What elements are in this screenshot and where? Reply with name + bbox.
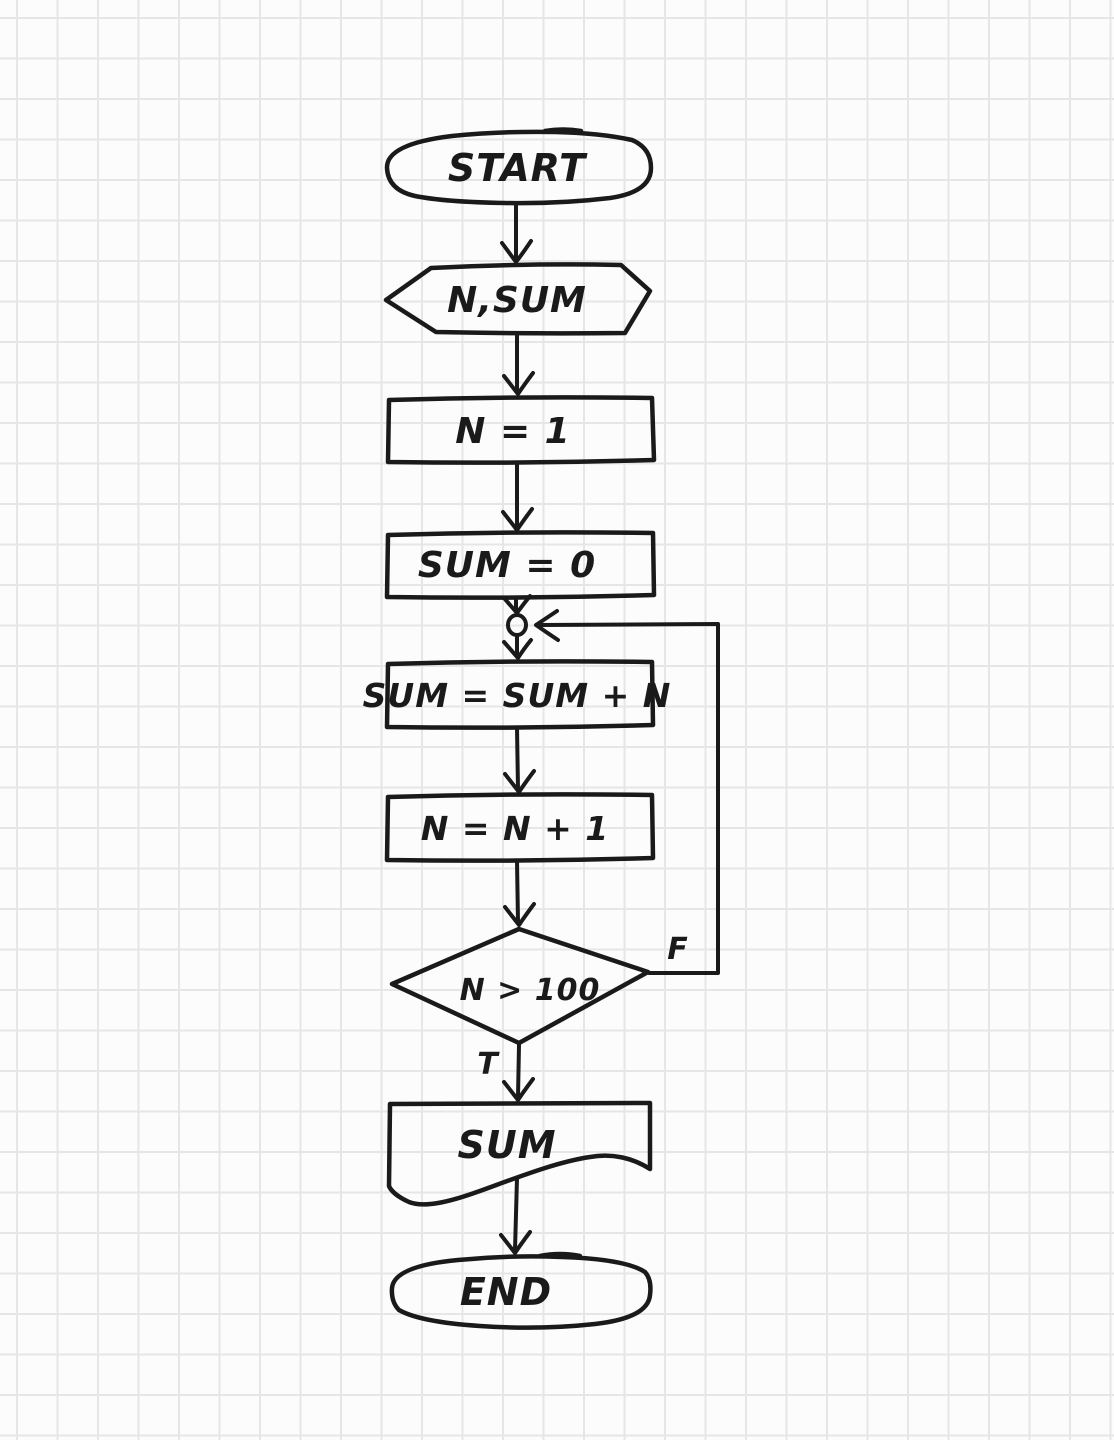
output-sum-label: SUM — [457, 1123, 556, 1167]
process-increment-shape — [384, 792, 656, 863]
decision-label: N > 100 — [460, 973, 601, 1008]
node-end: END — [389, 1251, 653, 1330]
init-n-label: N = 1 — [455, 411, 570, 452]
false-branch-label: F — [667, 932, 689, 967]
process-init-n-shape — [385, 395, 657, 465]
accumulate-label: SUM = SUM + N — [363, 676, 672, 715]
node-decision: N > 100 F T — [389, 926, 689, 1082]
loop-junction-circle — [506, 613, 528, 637]
decision-diamond-shape — [389, 926, 651, 1046]
node-output-sum: SUM — [386, 1100, 653, 1207]
node-accumulate: SUM = SUM + N — [363, 659, 672, 730]
node-increment: N = N + 1 — [384, 792, 656, 863]
arrow-accumulate-to-increment — [503, 726, 536, 794]
start-terminal-shape — [384, 127, 654, 206]
loop-back-connector — [534, 609, 720, 975]
read-input-label: N,SUM — [447, 280, 587, 321]
arrow-increment-to-decision — [503, 859, 536, 927]
output-document-shape — [386, 1100, 653, 1207]
node-start: START — [384, 127, 654, 206]
arrow-junction-to-accumulate — [502, 635, 533, 660]
node-init-n: N = 1 — [385, 395, 657, 465]
arrow-start-to-input — [500, 204, 533, 264]
arrow-decision-to-output — [502, 1043, 535, 1102]
node-init-sum: SUM = 0 — [384, 530, 657, 600]
node-read-input: N,SUM — [383, 262, 653, 336]
end-terminal-shape — [389, 1251, 653, 1330]
arrow-input-to-init-n — [502, 334, 535, 396]
input-hexagon-shape — [383, 262, 653, 336]
process-accumulate-shape — [384, 659, 656, 730]
increment-label: N = N + 1 — [421, 809, 609, 848]
end-label: END — [460, 1270, 552, 1314]
arrow-output-to-end — [499, 1176, 532, 1255]
arrow-init-n-to-init-sum — [501, 461, 534, 532]
true-branch-label: T — [477, 1047, 500, 1082]
start-label: START — [448, 146, 588, 190]
init-sum-label: SUM = 0 — [418, 545, 596, 586]
process-init-sum-shape — [384, 530, 657, 600]
